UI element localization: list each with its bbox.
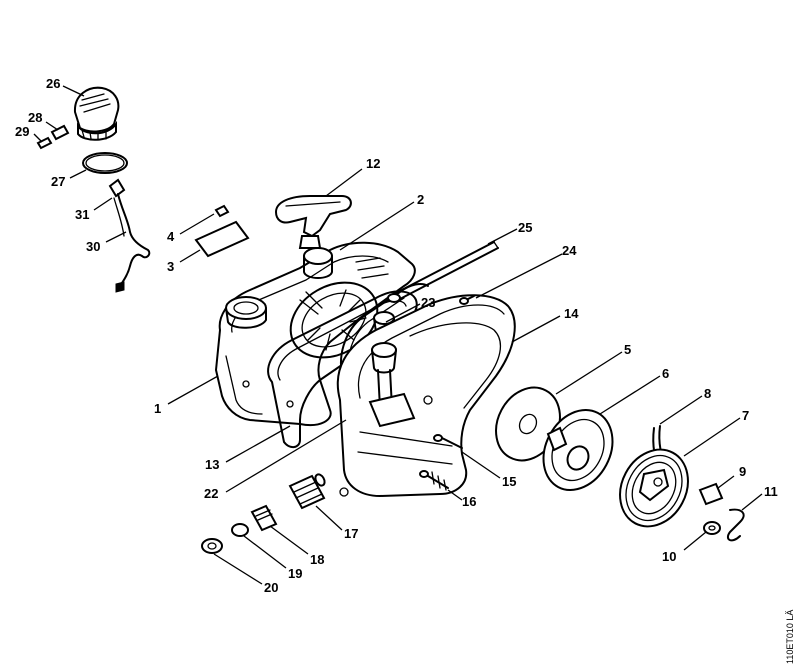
part-10-washer: [703, 521, 721, 535]
callout-2: 2: [417, 192, 424, 207]
part-31-pickup-body: [108, 178, 126, 198]
callout-31: 31: [75, 207, 89, 222]
part-27-o-ring: [82, 152, 128, 174]
callout-16: 16: [462, 494, 476, 509]
callout-28: 28: [28, 110, 42, 125]
part-17-bushing: [288, 473, 326, 510]
part-11-spring-clip: [726, 508, 745, 542]
callout-7: 7: [742, 408, 749, 423]
part-24-screw: [459, 295, 475, 305]
callout-13: 13: [205, 457, 219, 472]
part-29-pin: [36, 136, 53, 150]
callout-19: 19: [288, 566, 302, 581]
callout-27: 27: [51, 174, 65, 189]
callout-22: 22: [204, 486, 218, 501]
callout-11: 11: [764, 484, 778, 499]
callout-26: 26: [46, 76, 60, 91]
reference-code: 110ET010 LÄ: [785, 610, 795, 664]
callout-6: 6: [662, 366, 669, 381]
callout-8: 8: [704, 386, 711, 401]
part-15-screw: [433, 434, 463, 449]
callout-24: 24: [562, 243, 577, 258]
part-26-filler-cap: [73, 86, 120, 141]
callout-4: 4: [167, 229, 175, 244]
part-16-screw: [419, 470, 449, 491]
part-30-pickup-hose: [113, 193, 151, 293]
callout-18: 18: [310, 552, 324, 567]
part-20-washer: [201, 538, 223, 554]
part-3-cover-plate: [194, 220, 250, 258]
callout-3: 3: [167, 259, 174, 274]
part-4-screw: [214, 204, 230, 218]
callout-12: 12: [366, 156, 380, 171]
callout-29: 29: [15, 124, 29, 139]
callout-23: 23: [421, 295, 435, 310]
part-6-rope-rotor: [542, 408, 614, 492]
callouts: 26 28 29 27 31 30 4 3 12 2 25 24 23 14 1…: [15, 76, 778, 595]
part-18-sleeve: [250, 504, 278, 532]
part-19-cap: [231, 523, 249, 537]
part-7-rewind-spring: [619, 448, 689, 528]
callout-30: 30: [86, 239, 100, 254]
callout-5: 5: [624, 342, 631, 357]
callout-17: 17: [344, 526, 358, 541]
part-14-starter-cover: [336, 294, 516, 498]
callout-10: 10: [662, 549, 676, 564]
part-25-rod: [387, 241, 499, 303]
callout-14: 14: [564, 306, 579, 321]
callout-15: 15: [502, 474, 516, 489]
part-9-pawl: [698, 482, 724, 506]
part-28-pin: [50, 124, 70, 141]
callout-1: 1: [154, 401, 161, 416]
callout-20: 20: [264, 580, 278, 595]
callout-9: 9: [739, 464, 746, 479]
callout-25: 25: [518, 220, 532, 235]
part-5-washer-disc: [495, 386, 561, 462]
